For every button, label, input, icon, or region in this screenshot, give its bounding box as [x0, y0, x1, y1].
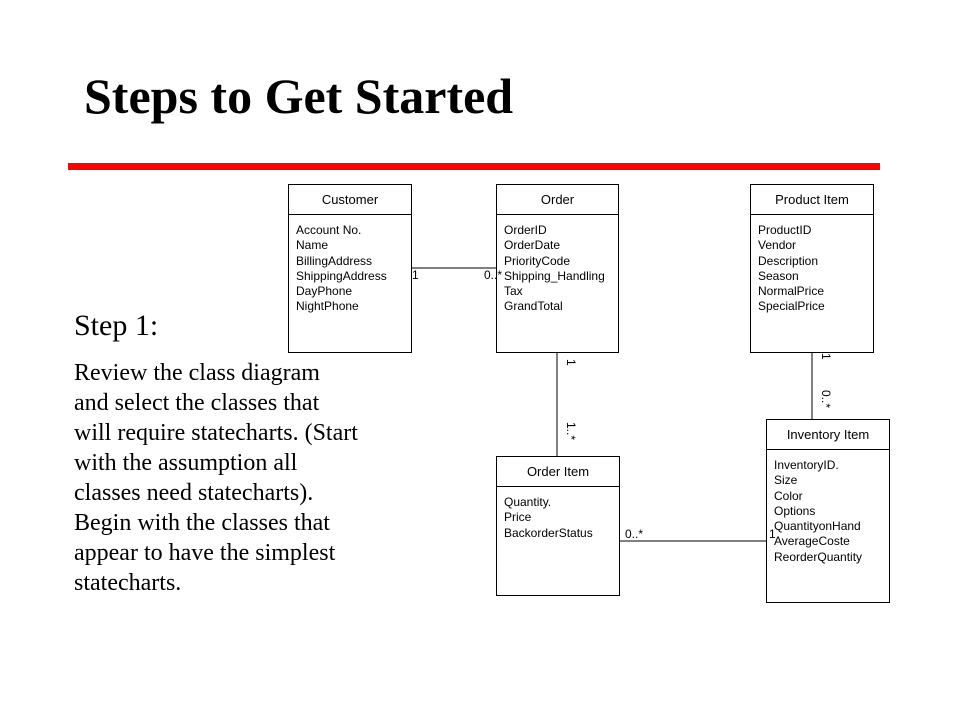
step-heading: Step 1: — [74, 309, 159, 342]
class-attributes: ProductID Vendor Description Season Norm… — [751, 215, 873, 315]
step-body-line: Review the class diagram — [74, 360, 320, 386]
attribute: OrderID — [504, 223, 547, 237]
multiplicity-customer-side: 1 — [412, 268, 419, 282]
attribute: Tax — [504, 284, 523, 299]
class-name: Customer — [289, 185, 411, 215]
attribute: Size — [774, 473, 798, 488]
attribute: OrderDate — [504, 238, 561, 253]
attribute: SpecialPrice — [758, 299, 825, 314]
attribute: Price — [504, 510, 532, 525]
class-attributes: OrderID OrderDate PriorityCode Shipping_… — [497, 215, 618, 315]
attribute: Account No. — [296, 223, 362, 237]
class-product-item: Product Item ProductID Vendor Descriptio… — [750, 184, 874, 353]
multiplicity-order-side: 0..* — [484, 268, 503, 282]
multiplicity-inventory-left: 1 — [769, 527, 776, 541]
class-name: Order — [497, 185, 618, 215]
attribute: Description — [758, 253, 819, 268]
step-body: Review the class diagram and select the … — [74, 358, 474, 598]
class-inventory-item: Inventory Item InventoryID. Size Color O… — [766, 419, 890, 603]
class-name: Inventory Item — [767, 420, 889, 450]
step-body-line: statecharts. — [74, 570, 182, 596]
attribute: PriorityCode — [504, 253, 571, 268]
class-attributes: Account No. Name BillingAddress Shipping… — [289, 215, 411, 315]
step-body-line: with the assumption all — [74, 450, 298, 476]
attribute: DayPhone — [296, 284, 353, 299]
attribute: ProductID — [758, 223, 812, 237]
attribute: Quantity. — [504, 495, 552, 509]
slide-title: Steps to Get Started — [84, 68, 514, 124]
title-underline-rule — [68, 163, 880, 170]
multiplicity-inventory-top: 0..* — [819, 390, 833, 409]
attribute: ReorderQuantity — [774, 549, 863, 564]
multiplicity-product-bottom: 1 — [819, 353, 833, 360]
attribute: Color — [774, 488, 803, 503]
attribute: ShippingAddress — [296, 268, 387, 283]
class-order-item: Order Item Quantity. Price BackorderStat… — [496, 456, 620, 596]
multiplicity-orderitem-top: 1..* — [564, 422, 578, 441]
class-order: Order OrderID OrderDate PriorityCode Shi… — [496, 184, 619, 353]
attribute: BillingAddress — [296, 253, 373, 268]
attribute: QuantityonHand — [774, 519, 861, 534]
attribute: Options — [774, 503, 816, 518]
step-body-line: classes need statecharts). — [74, 480, 314, 506]
class-customer: Customer Account No. Name BillingAddress… — [288, 184, 412, 353]
step-body-line: will require statecharts. (Start — [74, 420, 358, 446]
attribute: NightPhone — [296, 299, 359, 314]
attribute: NormalPrice — [758, 284, 825, 299]
attribute: Season — [758, 268, 799, 283]
attribute: GrandTotal — [504, 299, 563, 314]
step-body-line: Begin with the classes that — [74, 510, 330, 536]
step-body-line: and select the classes that — [74, 390, 320, 416]
attribute: AverageCoste — [774, 534, 850, 549]
class-attributes: Quantity. Price BackorderStatus — [497, 487, 619, 541]
class-name: Order Item — [497, 457, 619, 487]
attribute: Vendor — [758, 238, 797, 253]
attribute: Name — [296, 238, 329, 253]
step-body-line: appear to have the simplest — [74, 540, 336, 566]
attribute: Shipping_Handling — [504, 268, 605, 283]
attribute: BackorderStatus — [504, 525, 593, 540]
attribute: InventoryID. — [774, 458, 839, 472]
class-attributes: InventoryID. Size Color Options Quantity… — [767, 450, 889, 565]
class-name: Product Item — [751, 185, 873, 215]
multiplicity-order-top: 1 — [564, 359, 578, 366]
multiplicity-orderitem-right: 0..* — [625, 527, 644, 541]
